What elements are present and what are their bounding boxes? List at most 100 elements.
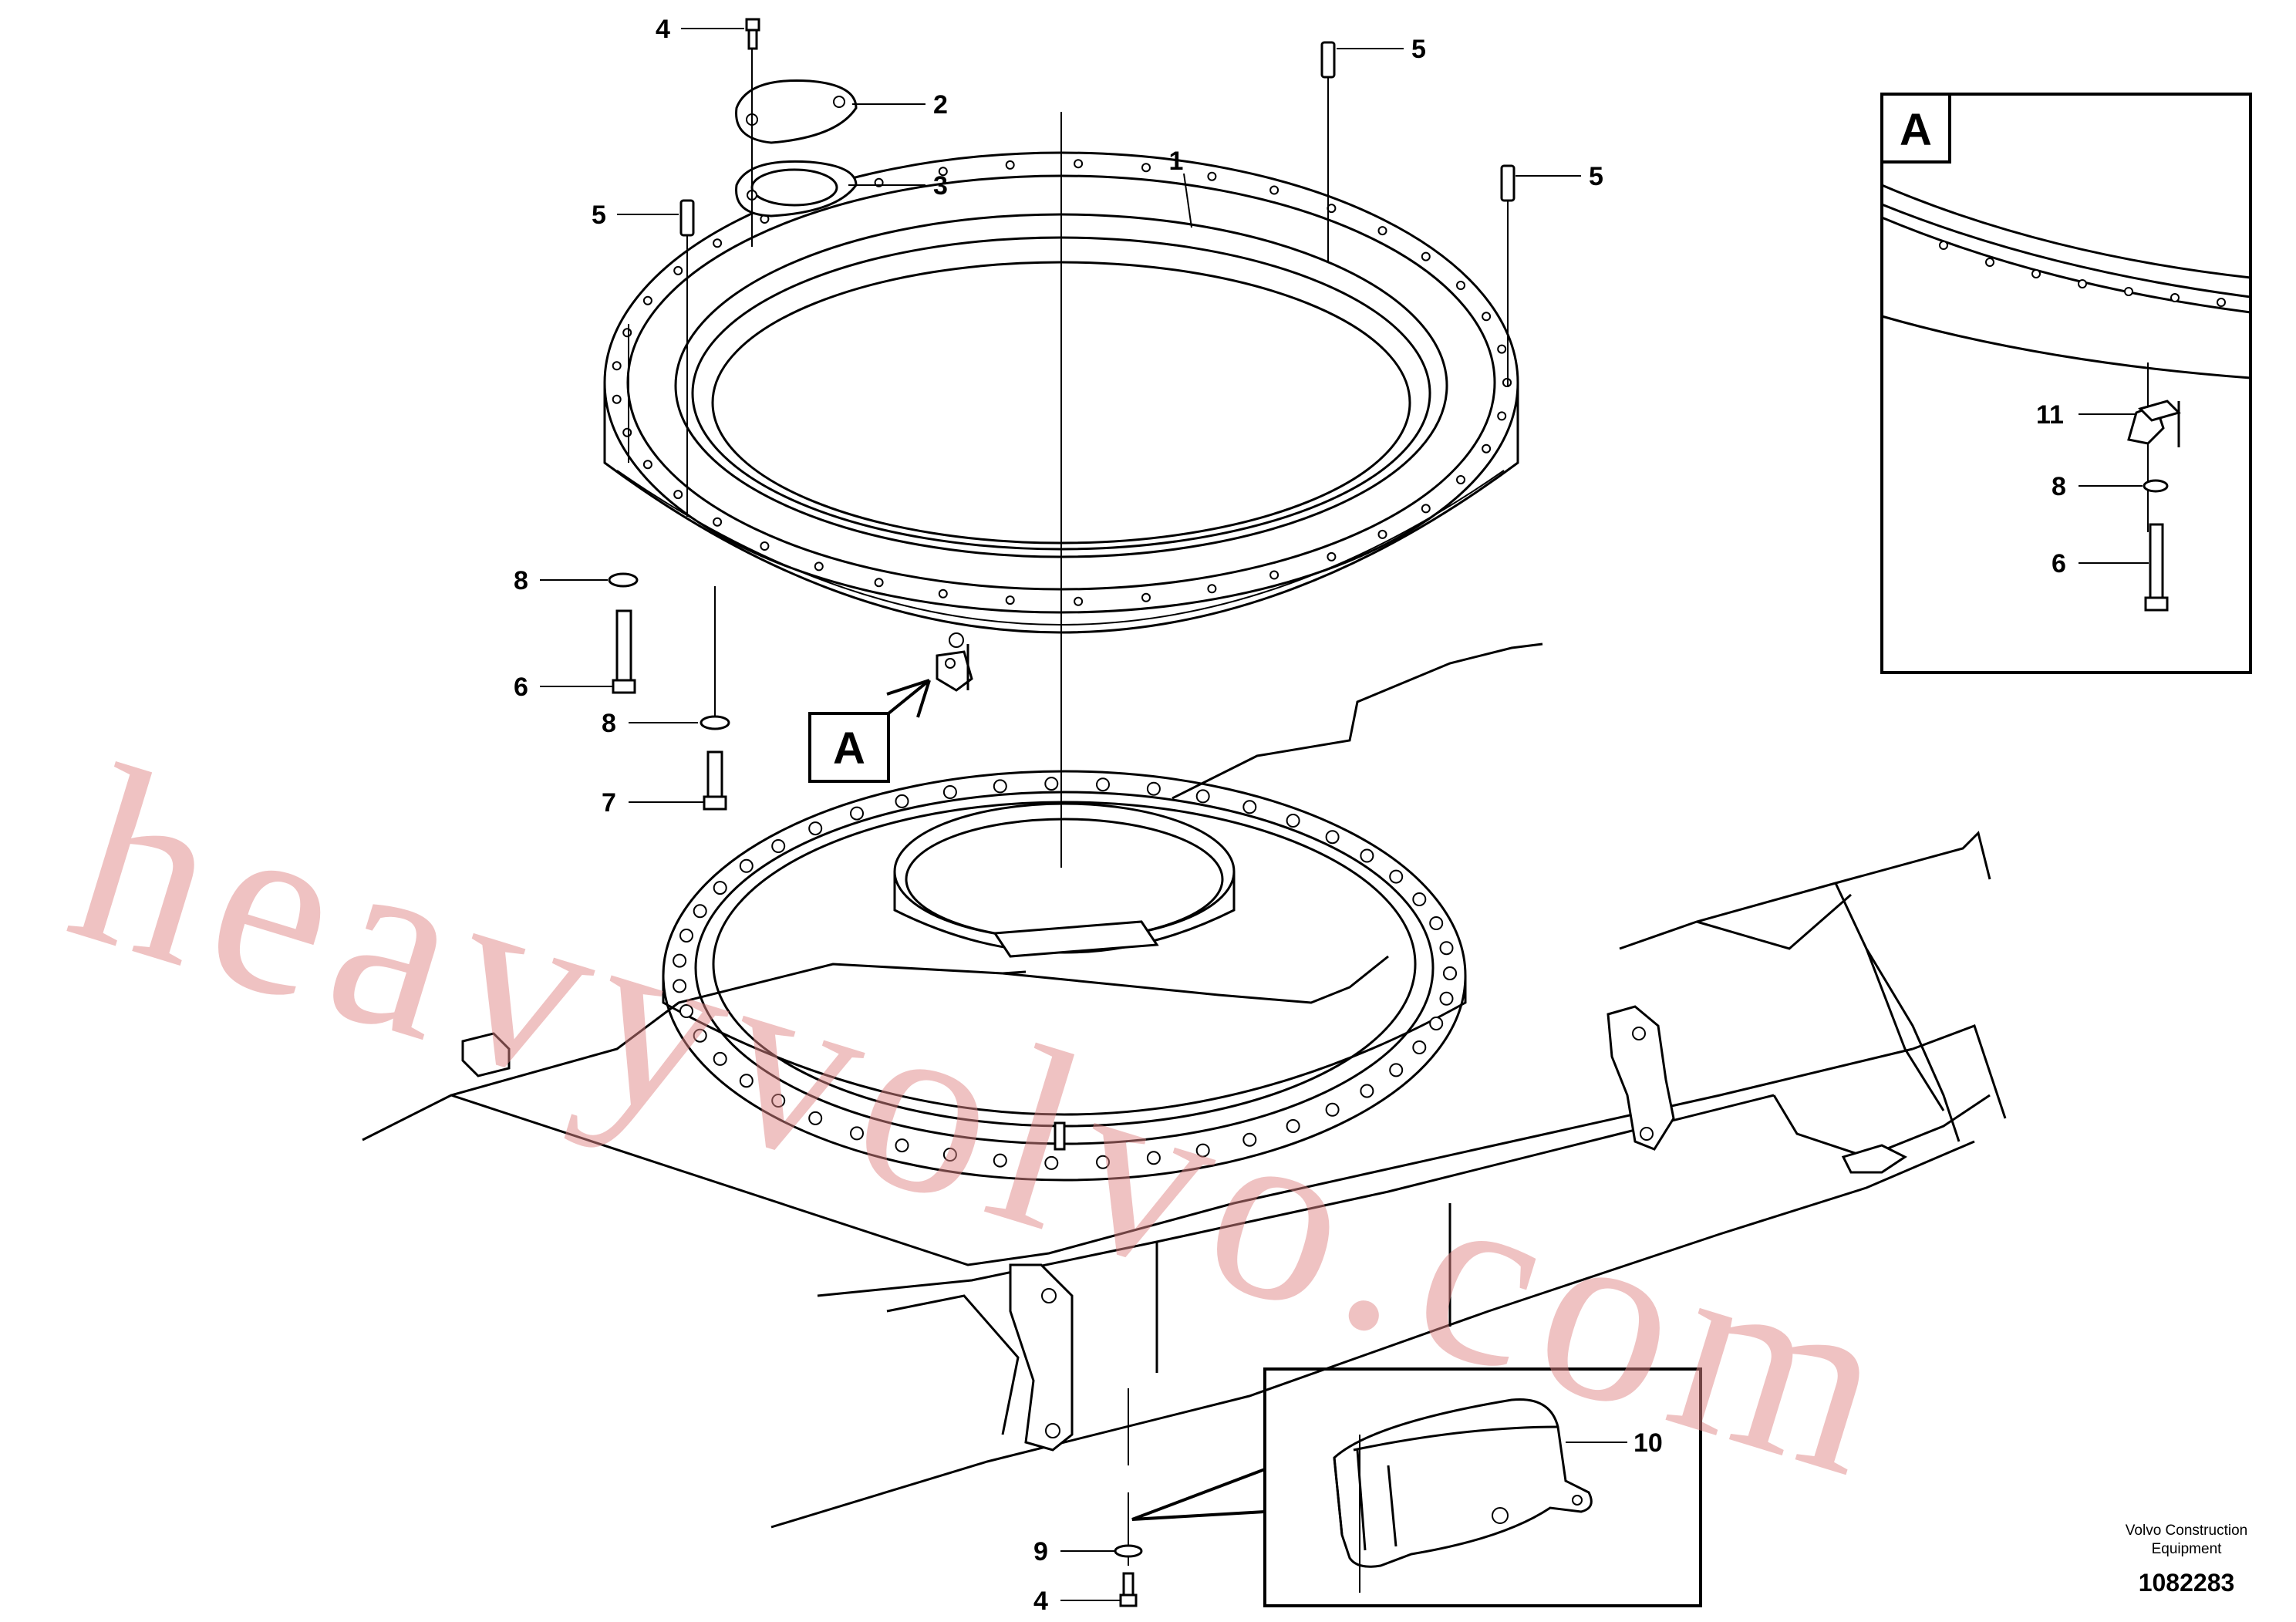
bolt-hole: [1074, 159, 1084, 169]
bolt-hole: [938, 588, 948, 599]
bolt-hole: [673, 979, 687, 993]
undercarriage-frame: [362, 642, 2007, 1529]
bolt-hole: [693, 1028, 707, 1043]
callout-3: 3: [933, 171, 948, 201]
bolt-hole: [1497, 344, 1507, 354]
bolt-hole: [993, 779, 1007, 794]
bolt-6: [612, 609, 636, 694]
bolt-hole: [713, 517, 723, 527]
bolt-hole: [622, 427, 632, 437]
svg-text:A: A: [833, 723, 865, 774]
view-marker-a: A: [808, 712, 890, 783]
bolt-hole: [1044, 1155, 1059, 1170]
dowel-pin-top: [1320, 41, 1336, 262]
bolt-hole: [1497, 411, 1507, 421]
bolt-hole: [679, 929, 693, 943]
bolt-hole: [1429, 916, 1444, 930]
credit-line-2: Equipment: [2152, 1541, 2223, 1557]
bolt-hole: [850, 1126, 864, 1141]
callout-9: 9: [1033, 1537, 1048, 1566]
bolt-hole: [1482, 312, 1492, 322]
view-arrow: [886, 679, 931, 718]
washer-upper: [608, 572, 639, 588]
bolt-hole: [1421, 504, 1431, 514]
bolt-hole: [814, 561, 824, 572]
bolt-hole: [771, 1094, 786, 1108]
bolt-hole: [1195, 1143, 1210, 1158]
bolt-hole: [760, 541, 770, 551]
bolt-hole: [1325, 830, 1340, 845]
cover-bolt: [745, 18, 760, 50]
callout-4-top: 4: [656, 15, 670, 44]
bolt-hole: [739, 1074, 754, 1088]
washer-lower: [700, 715, 730, 730]
bolt-hole: [1439, 941, 1454, 956]
bolt-7: [703, 750, 727, 811]
bolt-hole: [673, 490, 683, 500]
callout-5-right: 5: [1589, 162, 1603, 191]
bolt-hole: [1044, 777, 1059, 791]
bolt-4-bottom: [1119, 1572, 1138, 1607]
hose-bracket: [936, 644, 973, 692]
bolt-hole: [1074, 596, 1084, 606]
bolt-hole: [1360, 1084, 1374, 1098]
bolt-hole: [1146, 781, 1161, 796]
bolt-hole: [1360, 848, 1374, 863]
washer-9: [1114, 1544, 1143, 1558]
bolt-hole: [1242, 1132, 1257, 1147]
bolt-hole: [1389, 1063, 1404, 1077]
cover-plate: [735, 79, 858, 144]
bolt-hole: [1429, 1017, 1444, 1030]
bolt-hole: [612, 361, 622, 371]
callout-8-lower: 8: [602, 709, 616, 738]
bolt-hole: [693, 904, 707, 919]
bolt-hole: [895, 1138, 909, 1153]
dowel-pin-right: [1500, 164, 1515, 386]
bolt-hole: [1443, 966, 1457, 980]
slewing-ring-bolt-holes: [612, 159, 1512, 606]
bolt-hole: [673, 953, 687, 968]
detail-box-cover: [1263, 1367, 1702, 1607]
gasket: [735, 160, 858, 218]
bolt-hole: [1269, 185, 1279, 195]
bolt-hole: [1207, 584, 1217, 594]
bolt-hole: [673, 265, 683, 275]
bolt-hole: [1412, 892, 1427, 906]
callout-1: 1: [1169, 147, 1184, 176]
callout-7: 7: [602, 788, 616, 818]
bolt-hole: [1141, 163, 1151, 173]
bolt-hole: [942, 1148, 957, 1162]
bolt-hole: [850, 806, 864, 821]
callout-8-detail: 8: [2052, 472, 2066, 501]
bolt-hole: [1327, 551, 1337, 561]
callout-5-top: 5: [1411, 35, 1426, 64]
callout-labels: 1 2 3 4 5 5 5 8 6 8 7 9 4 10 11 8 6: [514, 15, 2066, 1616]
bolt-hole: [1421, 251, 1431, 261]
bolt-hole: [1286, 1119, 1300, 1133]
callout-5-left: 5: [592, 201, 606, 230]
callout-10: 10: [1633, 1428, 1663, 1458]
bolt-hole: [1456, 281, 1465, 290]
detail-pointer: [1131, 1468, 1266, 1521]
bolt-hole: [679, 1004, 693, 1018]
bolt-hole: [622, 328, 632, 338]
bolt-hole: [713, 881, 727, 895]
bolt-hole: [1482, 443, 1492, 454]
bolt-hole: [1325, 1102, 1340, 1117]
bolt-hole: [642, 460, 652, 470]
callout-6-left: 6: [514, 673, 528, 702]
bolt-hole: [1005, 595, 1015, 605]
bolt-hole: [1207, 171, 1217, 181]
bolt-hole: [1096, 777, 1110, 792]
callout-11: 11: [2036, 400, 2064, 430]
bolt-hole: [1389, 869, 1404, 884]
bolt-hole: [808, 821, 823, 836]
bolt-hole: [1096, 1155, 1110, 1169]
bolt-hole: [1456, 475, 1465, 484]
bolt-hole: [713, 1051, 727, 1066]
document-number: 1082283: [2139, 1569, 2235, 1597]
bolt-hole: [1377, 226, 1387, 236]
bolt-hole: [1286, 814, 1300, 828]
